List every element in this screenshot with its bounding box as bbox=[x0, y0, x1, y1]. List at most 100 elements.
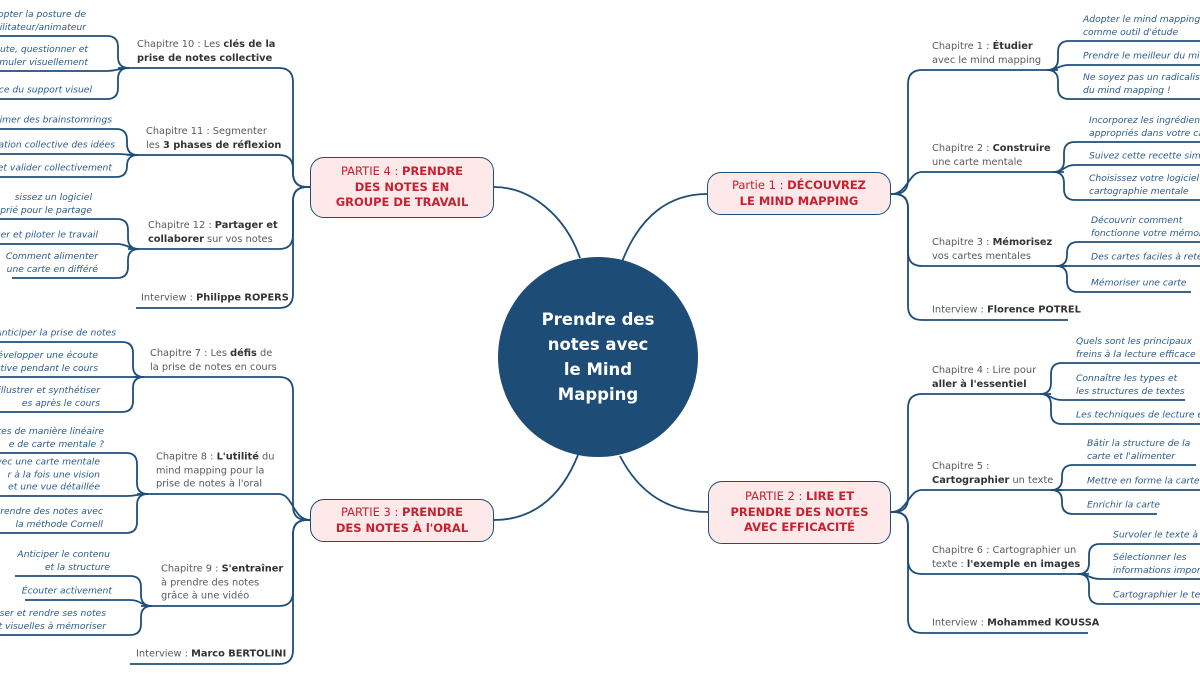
subtopic-label-line: oprié pour le partage bbox=[0, 204, 92, 216]
subtopic-node[interactable]: Des cartes faciles à reteni bbox=[1091, 252, 1200, 265]
subtopic-label-line: une carte en différé bbox=[6, 263, 98, 275]
subtopic-label-line: les structures de textes bbox=[1076, 385, 1185, 397]
part-label-line: Partie 1 : DÉCOUVREZ bbox=[732, 178, 866, 194]
chapter-branch bbox=[133, 376, 310, 521]
subtopic-node[interactable]: Anticiper la prise de notes bbox=[0, 328, 116, 341]
chapter-label-line: Chapitre 11 : Segmenter bbox=[146, 125, 281, 139]
subtopic-node[interactable]: Cartographier le tex bbox=[1113, 590, 1200, 603]
subtopic-node[interactable]: Prendre le meilleur du min bbox=[1083, 51, 1200, 64]
subtopic-label-line: e de carte mentale ? bbox=[8, 438, 104, 450]
subtopic-node[interactable]: Mémoriser une carte bbox=[1091, 278, 1187, 291]
subtopic-label-line: Anticiper la prise de notes bbox=[0, 327, 116, 339]
subtopic-node[interactable]: Enrichir la carte bbox=[1087, 500, 1160, 513]
chapter-label-text: Partager et bbox=[214, 220, 278, 231]
subtopic-branch bbox=[1050, 464, 1196, 491]
subtopic-branch bbox=[0, 493, 149, 497]
subtopic-node[interactable]: Survoler le texte à c bbox=[1113, 530, 1200, 543]
interview-node[interactable]: Interview : Florence POTREL bbox=[932, 304, 1081, 318]
chapter-label-text: Chapitre 8 : bbox=[156, 451, 217, 463]
subtopic-node[interactable]: Les techniques de lecture effi bbox=[1076, 410, 1200, 423]
interview-node[interactable]: Interview : Mohammed KOUSSA bbox=[932, 617, 1099, 631]
central-topic[interactable]: Prendre des notes avec le Mind Mapping bbox=[498, 257, 698, 457]
subtopic-label-line: Développer une écoute bbox=[0, 350, 98, 361]
subtopic-label-line: Anticiper le contenu bbox=[17, 549, 110, 560]
chapter-label-text: Cartographier bbox=[932, 474, 1010, 486]
subtopic-node[interactable]: uration collective des idées bbox=[0, 140, 115, 153]
chapter-label-line: mind mapping pour la bbox=[156, 464, 274, 478]
part-label-text: PARTIE 4 : bbox=[340, 164, 403, 179]
part-label-text: LE MIND MAPPING bbox=[739, 193, 859, 208]
subtopic-node[interactable]: rce du support visuel bbox=[0, 85, 92, 98]
subtopic-node[interactable]: Suivez cette recette simple bbox=[1089, 151, 1200, 164]
part-label-line: DES NOTES EN bbox=[355, 180, 450, 196]
chapter-label-text: grâce à une vidéo bbox=[161, 590, 250, 602]
subtopic-node[interactable]: Écouter activement bbox=[22, 586, 112, 599]
subtopic-node[interactable]: Animer des brainstomrings bbox=[0, 115, 112, 128]
chapter-branch bbox=[127, 154, 310, 188]
interview-node[interactable]: Interview : Philippe ROPERS bbox=[141, 292, 289, 306]
subtopic-branch bbox=[1077, 573, 1200, 605]
subtopic-node[interactable]: Mettre en forme la carte bbox=[1087, 476, 1200, 489]
chapter-label-line: Chapitre 4 : Lire pour bbox=[932, 364, 1036, 378]
subtopic-node[interactable]: iser et piloter le travail bbox=[0, 230, 98, 243]
interview-node[interactable]: Interview : Marco BERTOLINI bbox=[136, 648, 286, 662]
subtopic-branch bbox=[0, 243, 140, 250]
part-label-text: DES NOTES À l'ORAL bbox=[335, 520, 469, 535]
subtopic-node[interactable]: ir et valider collectivement bbox=[0, 163, 112, 176]
chapter-label-text: un texte bbox=[1009, 474, 1054, 486]
chapter-label-text: Chapitre 9 : bbox=[161, 563, 222, 575]
chapter-label-text: Marco BERTOLINI bbox=[191, 648, 287, 660]
subtopic-label-line: et la structure bbox=[44, 561, 110, 573]
chapter-label-text: Construire bbox=[992, 143, 1051, 154]
chapter-label-text: Chapitre 1 : bbox=[932, 41, 993, 52]
subtopic-branch bbox=[1077, 543, 1200, 575]
chapter-label-text: défis bbox=[230, 348, 257, 359]
chapter-label-text: Chapitre 11 : Segmenter bbox=[146, 126, 267, 137]
chapter-label-text: Interview : bbox=[136, 648, 192, 660]
chapter-label-text: Philippe ROPERS bbox=[196, 292, 289, 304]
subtopic-node[interactable]: Choisissez votre logiciel decartographie… bbox=[1089, 173, 1200, 198]
chapter-label-line: collaborer sur vos notes bbox=[148, 233, 278, 247]
part-label-text: PARTIE 3 : bbox=[340, 505, 403, 519]
subtopic-node[interactable]: ute, questionner etormuler visuellement bbox=[0, 44, 88, 69]
subtopic-branch bbox=[0, 493, 149, 534]
chapter-label-text: Chapitre 5 : bbox=[932, 461, 990, 472]
subtopic-label-line: la méthode Cornell bbox=[15, 518, 103, 530]
chapter-node[interactable]: Chapitre 5 : Cartographier un texte bbox=[932, 460, 1053, 487]
subtopic-branch bbox=[1039, 393, 1200, 425]
